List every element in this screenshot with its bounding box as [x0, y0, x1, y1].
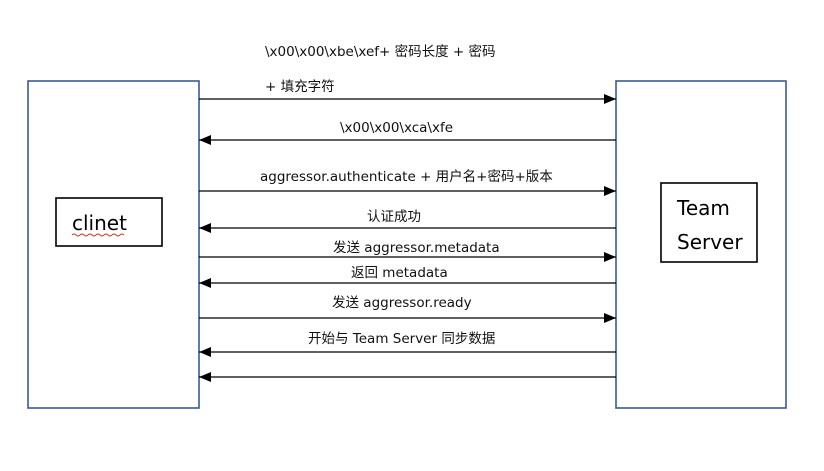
server-label-line1: Team	[676, 196, 730, 220]
client-spellcheck-underline	[71, 233, 125, 237]
message-arrowhead	[199, 135, 211, 145]
server-label-box	[660, 182, 758, 263]
message-arrowhead	[199, 347, 211, 357]
server-label-line2: Server	[677, 230, 743, 254]
client-label: clinet	[72, 211, 127, 235]
message-label: \x00\x00\xca\xfe	[340, 120, 453, 136]
message-label: 发送 aggressor.metadata	[333, 240, 500, 256]
message-label: 发送 aggressor.ready	[332, 295, 472, 311]
message-arrowhead	[199, 372, 211, 382]
message-arrowhead	[604, 252, 616, 262]
message-label: + 填充字符	[265, 79, 335, 95]
message-arrowhead	[604, 186, 616, 196]
message-label: 认证成功	[367, 209, 421, 225]
message-arrowhead	[604, 313, 616, 323]
message-label: aggressor.authenticate + 用户名+密码+版本	[260, 168, 553, 185]
message-arrowhead	[199, 223, 211, 233]
message-list: \x00\x00\xbe\xef+ 密码长度 + 密码 + 填充字符 \x00\x0…	[199, 43, 616, 382]
message-label: \x00\x00\xbe\xef+ 密码长度 + 密码	[265, 43, 496, 60]
message-label: 开始与 Team Server 同步数据	[308, 331, 495, 347]
message-arrowhead	[199, 278, 211, 288]
message-arrowhead	[604, 94, 616, 104]
message-label: 返回 metadata	[351, 265, 448, 281]
client-label-box	[55, 197, 163, 247]
